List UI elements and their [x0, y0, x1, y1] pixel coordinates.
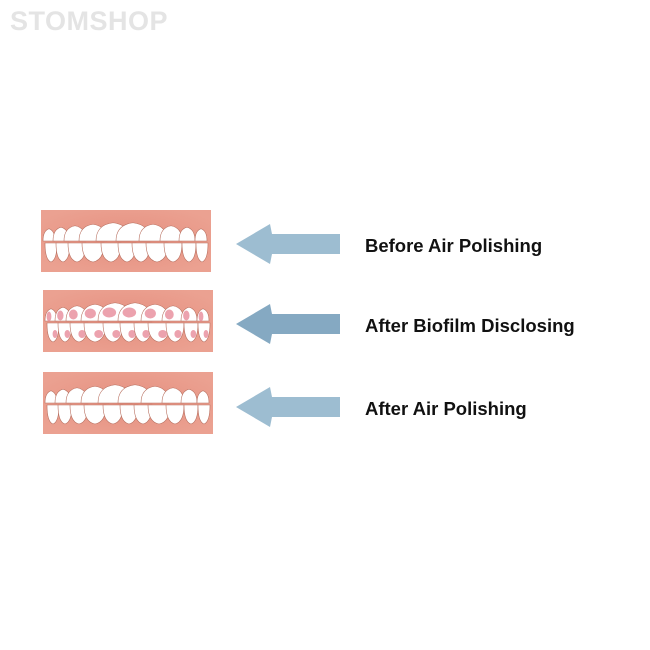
teeth-disclosed-image — [43, 290, 213, 352]
teeth-after-image — [43, 372, 213, 434]
arrow-left-icon — [236, 304, 340, 344]
teeth-before-image — [41, 210, 211, 272]
arrow-left-icon — [236, 224, 340, 264]
label-before-air-polishing: Before Air Polishing — [365, 235, 543, 256]
label-after-air-polishing: After Air Polishing — [365, 398, 527, 419]
watermark: STOMSHOP — [10, 6, 169, 36]
label-after-biofilm-disclosing: After Biofilm Disclosing — [365, 315, 575, 336]
arrow-left-icon — [236, 387, 340, 427]
